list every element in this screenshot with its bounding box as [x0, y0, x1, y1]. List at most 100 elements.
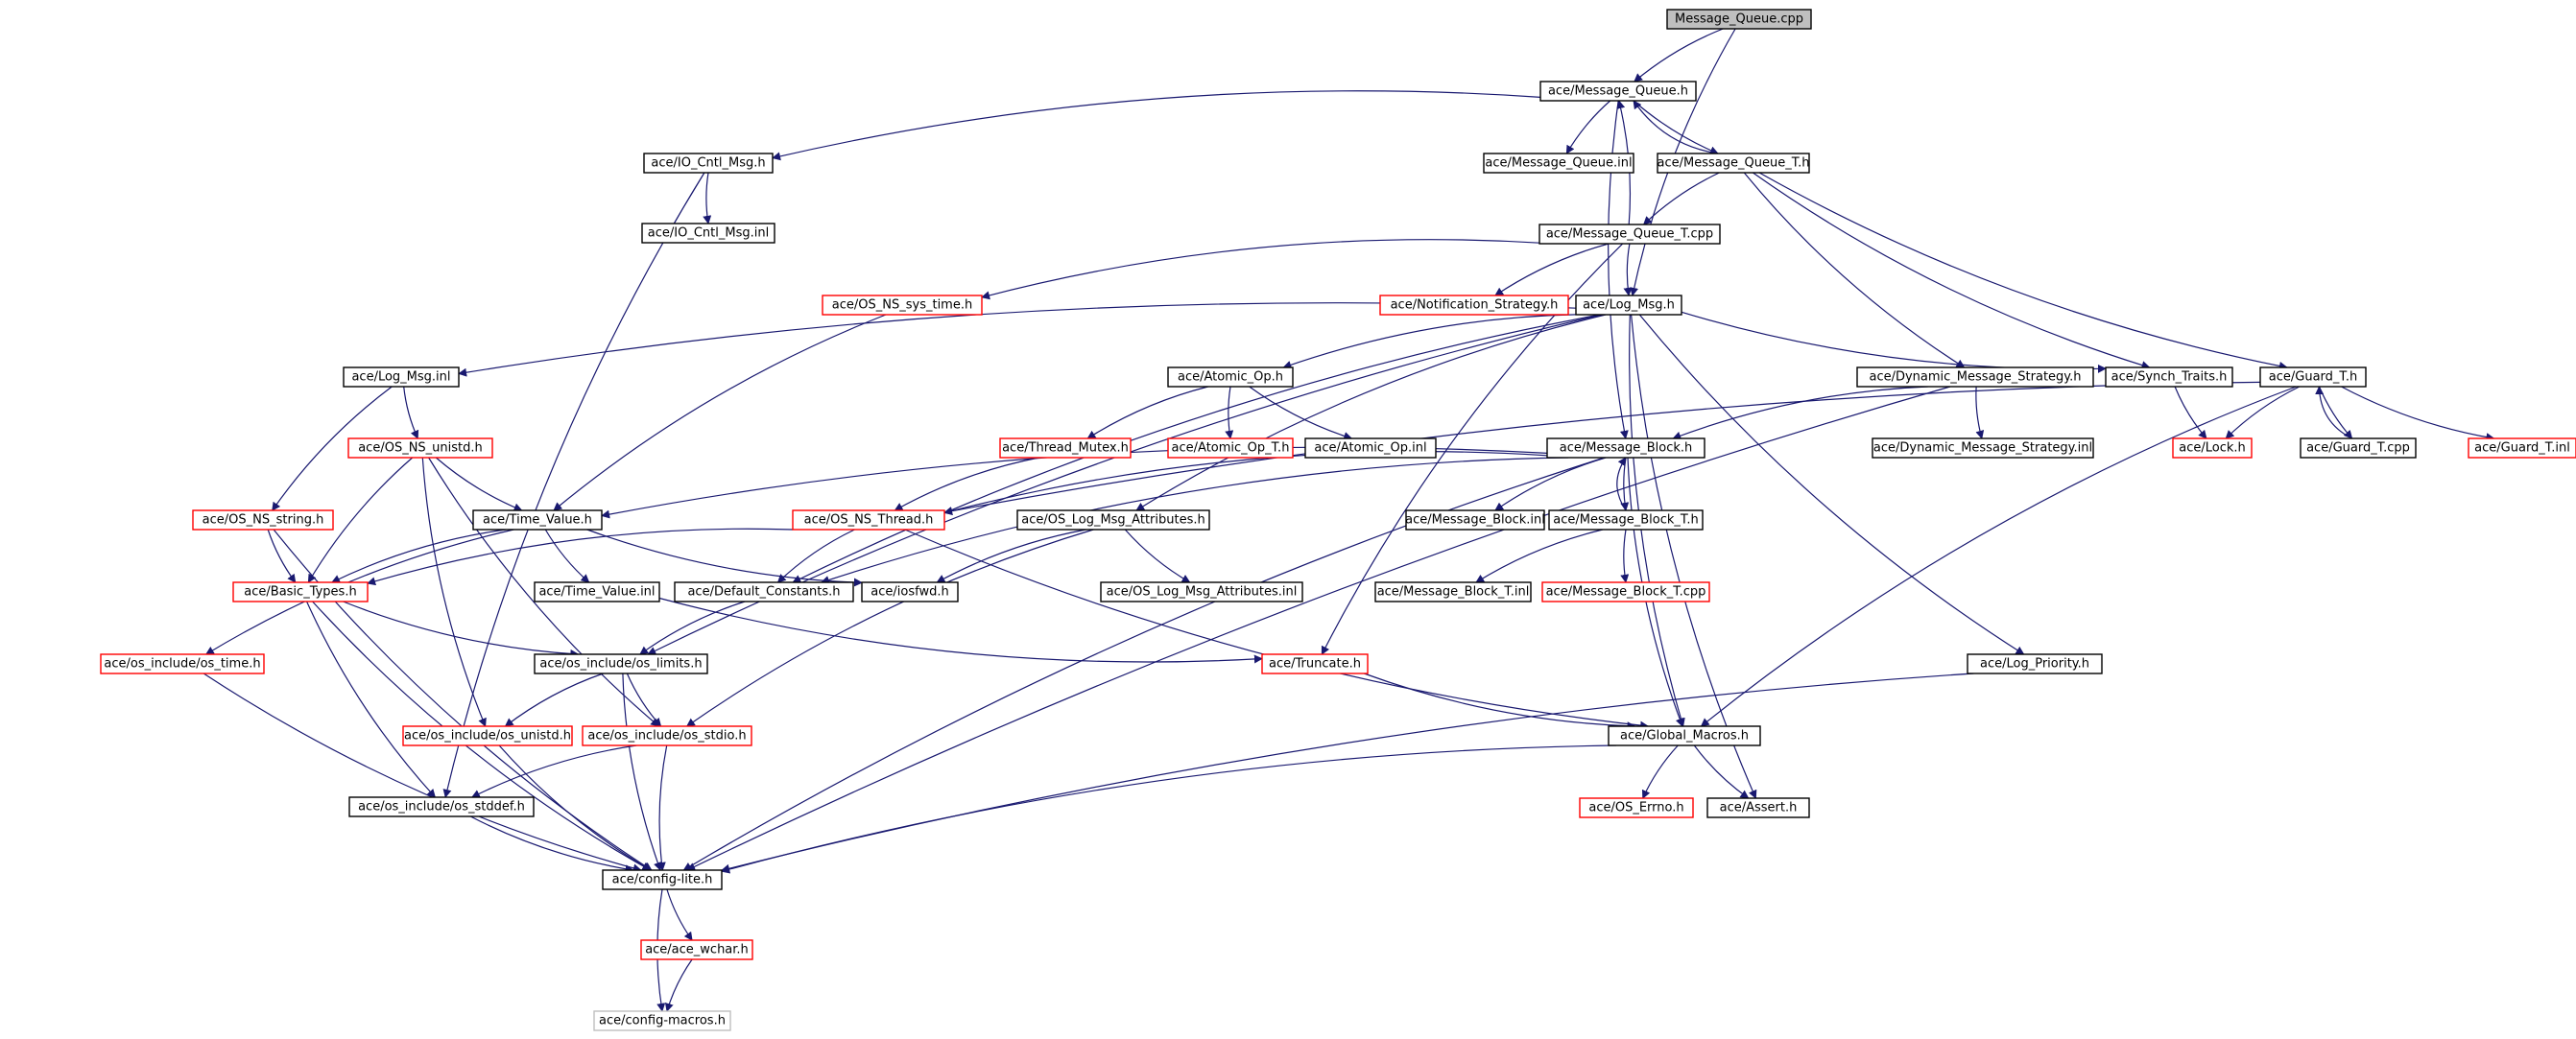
edge-ace-ace-wchar-h-to-ace-config-macros-h — [664, 958, 693, 1012]
edge-ace-message-queue-t-h-to-ace-message-queue-h — [1633, 100, 1719, 154]
edge-message-queue-cpp-to-ace-message-queue-h — [1634, 28, 1724, 83]
node-label: ace/IO_Cntl_Msg.h — [651, 156, 765, 171]
node-ace-log-msg-inl[interactable]: ace/Log_Msg.inl — [343, 366, 460, 388]
node-label: ace/Log_Priority.h — [1980, 657, 2089, 672]
edge-ace-message-block-h-to-ace-config-lite-h — [682, 457, 1605, 871]
node-ace-message-block-h[interactable]: ace/Message_Block.h — [1546, 437, 1705, 459]
node-ace-os-ns-sys-time-h[interactable]: ace/OS_NS_sys_time.h — [822, 295, 983, 316]
node-ace-message-block-t-cpp[interactable]: ace/Message_Block_T.cpp — [1541, 581, 1710, 602]
node-ace-atomic-op-inl[interactable]: ace/Atomic_Op.inl — [1304, 437, 1437, 459]
edge-ace-default-constants-h-to-ace-os-include-os-limits-h — [639, 601, 746, 655]
node-ace-guard-t-h[interactable]: ace/Guard_T.h — [2259, 366, 2367, 388]
node-ace-message-block-t-h[interactable]: ace/Message_Block_T.h — [1548, 509, 1704, 531]
edge-ace-message-queue-t-cpp-to-ace-notification-strategy-h — [1494, 243, 1610, 296]
edge-ace-guard-t-cpp-to-ace-guard-t-h — [2315, 386, 2352, 439]
node-ace-default-constants-h[interactable]: ace/Default_Constants.h — [674, 581, 854, 602]
node-label: ace/Global_Macros.h — [1620, 729, 1749, 744]
edge-ace-dynamic-message-strategy-h-to-ace-dynamic-message-strategy-inl — [1975, 386, 1985, 439]
node-ace-basic-types-h[interactable]: ace/Basic_Types.h — [232, 581, 369, 602]
node-ace-os-log-msg-attributes-h[interactable]: ace/OS_Log_Msg_Attributes.h — [1016, 509, 1210, 531]
node-ace-os-ns-thread-h[interactable]: ace/OS_NS_Thread.h — [792, 509, 945, 531]
edge-ace-os-include-os-unistd-h-to-ace-config-lite-h — [498, 744, 652, 871]
edge-ace-log-msg-h-to-ace-atomic-op-h — [1282, 314, 1577, 369]
node-box — [534, 581, 660, 602]
node-ace-io-cntl-msg-h[interactable]: ace/IO_Cntl_Msg.h — [643, 153, 774, 174]
edge-ace-message-block-t-h-to-ace-message-block-t-cpp — [1620, 529, 1630, 583]
node-ace-log-priority-h[interactable]: ace/Log_Priority.h — [1967, 653, 2103, 674]
node-ace-config-macros-h[interactable]: ace/config-macros.h — [593, 1010, 731, 1031]
edge-ace-message-queue-h-to-ace-io-cntl-msg-h — [772, 90, 1541, 161]
node-ace-iosfwd-h[interactable]: ace/iosfwd.h — [861, 581, 959, 602]
edge-ace-log-msg-h-to-ace-os-log-msg-attributes-h — [1135, 314, 1607, 511]
node-ace-os-ns-unistd-h[interactable]: ace/OS_NS_unistd.h — [347, 437, 493, 459]
node-ace-ace-wchar-h[interactable]: ace/ace_wchar.h — [640, 939, 753, 960]
node-message-queue-cpp[interactable]: Message_Queue.cpp — [1666, 9, 1812, 30]
node-label: ace/ace_wchar.h — [645, 943, 749, 957]
node-ace-os-include-os-unistd-h[interactable]: ace/os_include/os_unistd.h — [402, 725, 573, 746]
edge-ace-atomic-op-h-to-ace-atomic-op-inl — [1249, 386, 1353, 440]
node-ace-global-macros-h[interactable]: ace/Global_Macros.h — [1608, 725, 1761, 746]
node-ace-config-lite-h[interactable]: ace/config-lite.h — [602, 869, 723, 890]
node-ace-assert-h[interactable]: ace/Assert.h — [1706, 797, 1810, 818]
node-box — [593, 1010, 731, 1031]
node-ace-os-include-os-limits-h[interactable]: ace/os_include/os_limits.h — [534, 653, 708, 674]
edge-ace-os-include-os-limits-h-to-ace-os-include-os-unistd-h — [504, 673, 604, 727]
node-box — [641, 223, 775, 244]
node-label: ace/Message_Queue_T.cpp — [1546, 227, 1713, 242]
node-label: ace/Message_Queue_T.h — [1658, 156, 1810, 171]
node-label: ace/Atomic_Op_T.h — [1172, 441, 1290, 456]
node-box — [1483, 153, 1634, 174]
node-ace-os-ns-string-h[interactable]: ace/OS_NS_string.h — [192, 509, 334, 531]
node-ace-message-queue-t-h[interactable]: ace/Message_Queue_T.h — [1657, 153, 1810, 174]
node-ace-atomic-op-t-h[interactable]: ace/Atomic_Op_T.h — [1167, 437, 1294, 459]
node-ace-synch-traits-h[interactable]: ace/Synch_Traits.h — [2105, 366, 2233, 388]
node-ace-os-include-os-time-h[interactable]: ace/os_include/os_time.h — [100, 653, 265, 674]
edge-ace-time-value-h-to-ace-basic-types-h — [331, 529, 507, 583]
edge-ace-message-queue-t-h-to-ace-synch-traits-h — [1753, 172, 2151, 369]
node-ace-lock-h[interactable]: ace/Lock.h — [2172, 437, 2253, 459]
node-ace-truncate-h[interactable]: ace/Truncate.h — [1261, 653, 1369, 674]
node-label: ace/OS_Log_Msg_Attributes.h — [1021, 513, 1205, 528]
node-ace-time-value-h[interactable]: ace/Time_Value.h — [472, 509, 603, 531]
node-ace-atomic-op-h[interactable]: ace/Atomic_Op.h — [1167, 366, 1294, 388]
node-ace-message-block-t-inl[interactable]: ace/Message_Block_T.inl — [1374, 581, 1532, 602]
node-ace-os-errno-h[interactable]: ace/OS_Errno.h — [1579, 797, 1694, 818]
node-box — [1546, 437, 1705, 459]
node-ace-dynamic-message-strategy-inl[interactable]: ace/Dynamic_Message_Strategy.inl — [1872, 437, 2094, 459]
node-ace-guard-t-cpp[interactable]: ace/Guard_T.cpp — [2300, 437, 2417, 459]
edge-ace-os-include-os-limits-h-to-ace-os-include-os-stdio-h — [626, 673, 662, 727]
node-ace-guard-t-inl[interactable]: ace/Guard_T.inl — [2468, 437, 2576, 459]
edge-ace-log-msg-h-to-ace-synch-traits-h — [1681, 311, 2107, 373]
edge-ace-os-include-os-limits-h-to-ace-config-lite-h — [622, 673, 662, 871]
node-ace-io-cntl-msg-inl[interactable]: ace/IO_Cntl_Msg.inl — [641, 223, 775, 244]
edge-ace-message-block-h-to-ace-default-constants-h — [821, 457, 1569, 584]
edge-ace-synch-traits-h-to-ace-lock-h — [2174, 386, 2207, 439]
node-ace-message-queue-h[interactable]: ace/Message_Queue.h — [1539, 81, 1697, 102]
node-box — [1541, 581, 1710, 602]
node-ace-message-block-inl[interactable]: ace/Message_Block.inl — [1405, 509, 1545, 531]
node-label: ace/os_include/os_limits.h — [539, 657, 702, 672]
node-label: ace/os_include/os_stddef.h — [358, 800, 525, 815]
node-ace-dynamic-message-strategy-h[interactable]: ace/Dynamic_Message_Strategy.h — [1856, 366, 2094, 388]
edge-ace-atomic-op-h-to-ace-thread-mutex-h — [1086, 386, 1208, 439]
node-label: ace/config-lite.h — [612, 873, 713, 887]
node-ace-thread-mutex-h[interactable]: ace/Thread_Mutex.h — [999, 437, 1132, 459]
node-ace-log-msg-h[interactable]: ace/Log_Msg.h — [1575, 295, 1682, 316]
edge-ace-basic-types-h-to-ace-os-include-os-stddef-h — [306, 601, 437, 798]
node-label: ace/Message_Queue.inl — [1485, 156, 1632, 171]
node-box — [192, 509, 334, 531]
edge-ace-guard-t-h-to-ace-lock-h — [2225, 386, 2301, 439]
node-ace-time-value-inl[interactable]: ace/Time_Value.inl — [534, 581, 660, 602]
node-box — [643, 153, 774, 174]
node-ace-os-log-msg-attributes-inl[interactable]: ace/OS_Log_Msg_Attributes.inl — [1100, 581, 1303, 602]
edge-ace-message-queue-h-to-ace-message-queue-t-h — [1633, 100, 1719, 154]
node-box — [640, 939, 753, 960]
node-ace-os-include-os-stdio-h[interactable]: ace/os_include/os_stdio.h — [582, 725, 752, 746]
edge-ace-os-include-os-stddef-h-to-ace-config-lite-h — [470, 815, 634, 874]
node-ace-notification-strategy-h[interactable]: ace/Notification_Strategy.h — [1379, 295, 1569, 316]
node-ace-message-queue-t-cpp[interactable]: ace/Message_Queue_T.cpp — [1538, 224, 1721, 245]
edge-ace-message-queue-h-to-ace-message-queue-inl — [1565, 100, 1611, 154]
node-ace-os-include-os-stddef-h[interactable]: ace/os_include/os_stddef.h — [348, 796, 535, 817]
node-ace-message-queue-inl[interactable]: ace/Message_Queue.inl — [1483, 153, 1634, 174]
node-label: ace/Message_Block.inl — [1405, 513, 1545, 528]
